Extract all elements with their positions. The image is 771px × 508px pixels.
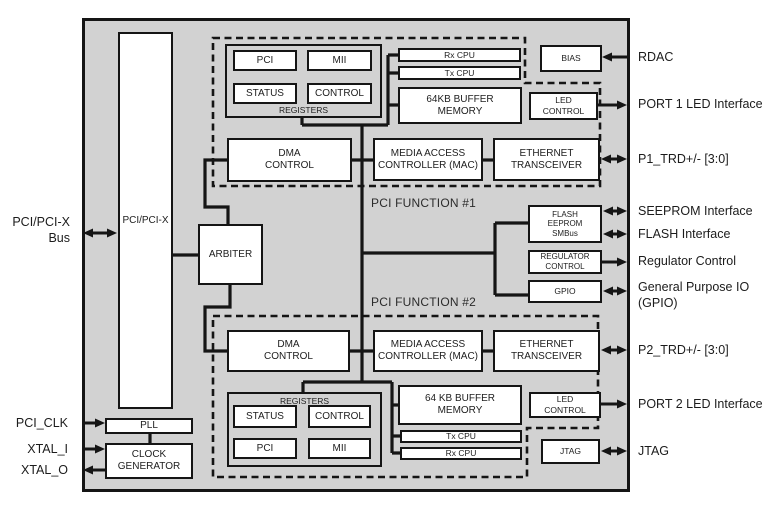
label-port2-led: PORT 2 LED Interface [638, 397, 763, 411]
bus-lines [148, 53, 528, 455]
block-regulator-control: REGULATOR CONTROL [528, 250, 602, 274]
block-dma-control-1: DMA CONTROL [227, 138, 352, 182]
label-p2-trd: P2_TRD+/- [3:0] [638, 343, 729, 357]
block-dma-control-2: DMA CONTROL [227, 330, 350, 372]
block-control-register-1: CONTROL [307, 83, 372, 104]
label-gpio: General Purpose IO (GPIO) [638, 280, 750, 310]
label-rdac: RDAC [638, 50, 674, 64]
block-mii-register-2: MII [308, 438, 371, 459]
pci-clk-arrow [82, 418, 105, 428]
block-tx-cpu-2: Tx CPU [400, 430, 522, 443]
xtal-o-arrow [83, 465, 105, 475]
block-flash-eeprom-smbus: FLASH EEPROM SMBus [528, 205, 602, 243]
block-clock-generator: CLOCK GENERATOR [105, 443, 193, 479]
p2-trd-arrow [601, 345, 627, 355]
label-xtal-o: XTAL_O [20, 463, 68, 477]
block-rx-cpu-1: Rx CPU [398, 48, 521, 62]
gpio-arrow [603, 286, 627, 296]
block-status-register-1: STATUS [233, 83, 297, 104]
block-pci-pcix-bridge: PCI/PCI-X [118, 32, 173, 409]
block-led-control-2: LED CONTROL [529, 392, 601, 418]
block-control-register-2: CONTROL [308, 405, 371, 428]
block-pll: PLL [105, 418, 193, 434]
jtag-arrow [601, 446, 627, 456]
xtal-i-arrow [82, 444, 105, 454]
pci-function1-dashed-border [211, 36, 602, 188]
label-regulator: Regulator Control [638, 254, 736, 268]
rdac-arrow [602, 52, 628, 62]
block-mac-2: MEDIA ACCESS CONTROLLER (MAC) [373, 330, 483, 372]
block-status-register-2: STATUS [233, 405, 297, 428]
block-mii-register-1: MII [307, 50, 372, 71]
block-bias: BIAS [540, 45, 602, 72]
block-ethernet-transceiver-2: ETHERNET TRANSCEIVER [493, 330, 600, 372]
registers-2-label: REGISTERS [279, 396, 330, 406]
pci-bus-arrow [83, 228, 117, 238]
block-buffer-memory-1: 64KB BUFFER MEMORY [398, 87, 522, 124]
label-pci-clk: PCI_CLK [15, 416, 68, 430]
block-gpio: GPIO [528, 280, 602, 303]
block-tx-cpu-1: Tx CPU [398, 66, 521, 80]
block-pci-register-2: PCI [233, 438, 297, 459]
port2-led-arrow [601, 399, 627, 409]
label-port1-led: PORT 1 LED Interface [638, 97, 763, 111]
port1-led-arrow [598, 100, 627, 110]
block-led-control-1: LED CONTROL [529, 92, 598, 120]
label-flash: FLASH Interface [638, 227, 731, 241]
pci-function2-label: PCI FUNCTION #2 [371, 295, 477, 309]
label-seeprom: SEEPROM Interface [638, 204, 753, 218]
label-xtal-i: XTAL_I [27, 442, 68, 456]
regulator-arrow [602, 257, 627, 267]
block-pci-register-1: PCI [233, 50, 297, 71]
registers-1-label: REGISTERS [278, 104, 329, 115]
block-buffer-memory-2: 64 KB BUFFER MEMORY [398, 385, 522, 425]
label-pci-bus: PCI/PCI-X Bus [12, 215, 70, 245]
seeprom-arrow [603, 206, 627, 216]
label-p1-trd: P1_TRD+/- [3:0] [638, 152, 729, 166]
block-ethernet-transceiver-1: ETHERNET TRANSCEIVER [493, 138, 600, 181]
pci-function2-dashed-border [211, 314, 600, 479]
block-mac-1: MEDIA ACCESS CONTROLLER (MAC) [373, 138, 483, 181]
pci-function1-label: PCI FUNCTION #1 [371, 196, 477, 210]
block-arbiter: ARBITER [198, 224, 263, 285]
p1-trd-arrow [601, 154, 627, 164]
flash-arrow [603, 229, 627, 239]
label-jtag: JTAG [638, 444, 670, 458]
block-jtag: JTAG [541, 439, 600, 464]
block-rx-cpu-2: Rx CPU [400, 447, 522, 460]
